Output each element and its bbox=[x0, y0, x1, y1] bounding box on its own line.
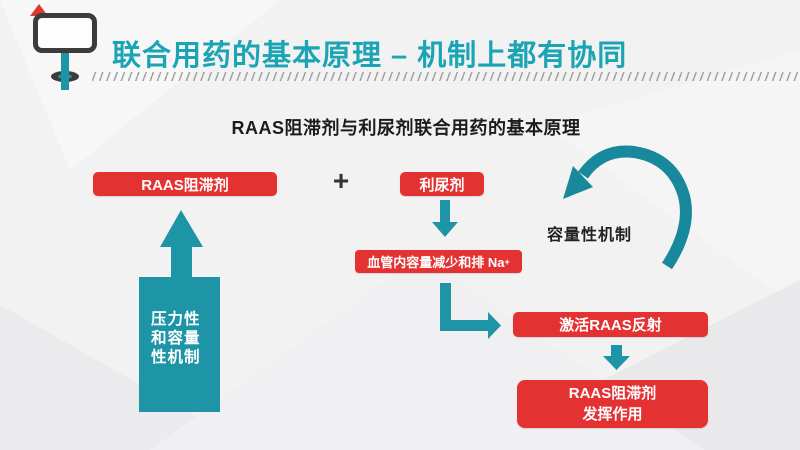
raas-reflex-box: 激活RAAS反射 bbox=[513, 312, 708, 337]
diuretic-box: 利尿剂 bbox=[400, 172, 484, 196]
result-box-line1: RAAS阻滞剂 bbox=[568, 385, 657, 402]
result-box: RAAS阻滞剂 发挥作用 bbox=[517, 380, 708, 428]
pressure-volume-text: 压力性 和容量 性机制 bbox=[151, 310, 201, 367]
down-arrow-icon bbox=[432, 200, 458, 237]
curved-arrowhead-icon bbox=[563, 166, 593, 199]
slide-title: 联合用药的基本原理 – 机制上都有协同 bbox=[112, 40, 628, 72]
volume-mechanism-label: 容量性机制 bbox=[547, 227, 633, 244]
result-box-line2: 发挥作用 bbox=[582, 406, 643, 423]
screen-frame bbox=[33, 13, 97, 53]
pressure-line-1: 压力性 bbox=[151, 311, 201, 328]
pressure-line-2: 和容量 bbox=[151, 330, 201, 347]
elbow-right-arrow-icon bbox=[440, 283, 501, 339]
volume-decrease-text: 血管内容量减少和排 Na bbox=[367, 255, 505, 270]
presentation-screen-icon bbox=[33, 13, 97, 93]
hatched-divider bbox=[92, 72, 800, 81]
raas-blocker-box: RAAS阻滞剂 bbox=[93, 172, 277, 196]
pressure-volume-mechanism-block: 压力性 和容量 性机制 bbox=[139, 277, 220, 412]
screen-stand bbox=[61, 53, 69, 90]
volume-decrease-box: 血管内容量减少和排 Na+ bbox=[355, 250, 522, 273]
background-facet bbox=[545, 50, 800, 310]
diagram-subtitle: RAAS阻滞剂与利尿剂联合用药的基本原理 bbox=[231, 118, 581, 138]
pressure-line-3: 性机制 bbox=[151, 349, 201, 366]
down-arrow-icon bbox=[603, 345, 630, 370]
up-arrow-icon bbox=[160, 210, 203, 278]
curved-arrow-icon bbox=[578, 145, 692, 270]
plus-sign: + bbox=[332, 165, 350, 196]
